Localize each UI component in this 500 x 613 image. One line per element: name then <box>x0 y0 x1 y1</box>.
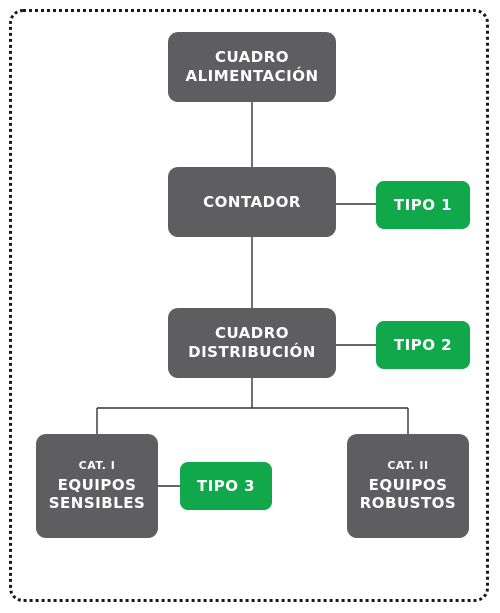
tag-tipo-3: TIPO 3 <box>180 462 272 510</box>
node-cuadro-distribucion: CUADRO DISTRIBUCIÓN <box>168 308 336 378</box>
node-label-line: CONTADOR <box>203 192 301 211</box>
node-contador: CONTADOR <box>168 167 336 237</box>
node-category-label: CAT. II <box>387 458 429 472</box>
node-label-line: CUADRO <box>214 324 290 343</box>
node-category-label: CAT. I <box>78 458 116 472</box>
node-label-line: SENSIBLES <box>48 494 146 513</box>
node-label-line: ROBUSTOS <box>359 494 457 513</box>
node-cuadro-alimentacion: CUADRO ALIMENTACIÓN <box>168 32 336 102</box>
node-label-line: DISTRIBUCIÓN <box>188 343 316 361</box>
dotted-frame <box>9 9 489 602</box>
tag-tipo-1: TIPO 1 <box>376 181 470 229</box>
node-equipos-robustos: CAT. II EQUIPOS ROBUSTOS <box>347 434 469 538</box>
node-equipos-sensibles: CAT. I EQUIPOS SENSIBLES <box>36 434 158 538</box>
node-label-line: EQUIPOS <box>57 475 137 494</box>
node-label-line: EQUIPOS <box>368 475 448 494</box>
node-label-line: CUADRO <box>214 48 290 67</box>
node-label-line: ALIMENTACIÓN <box>185 67 319 85</box>
tag-tipo-2: TIPO 2 <box>376 321 470 369</box>
